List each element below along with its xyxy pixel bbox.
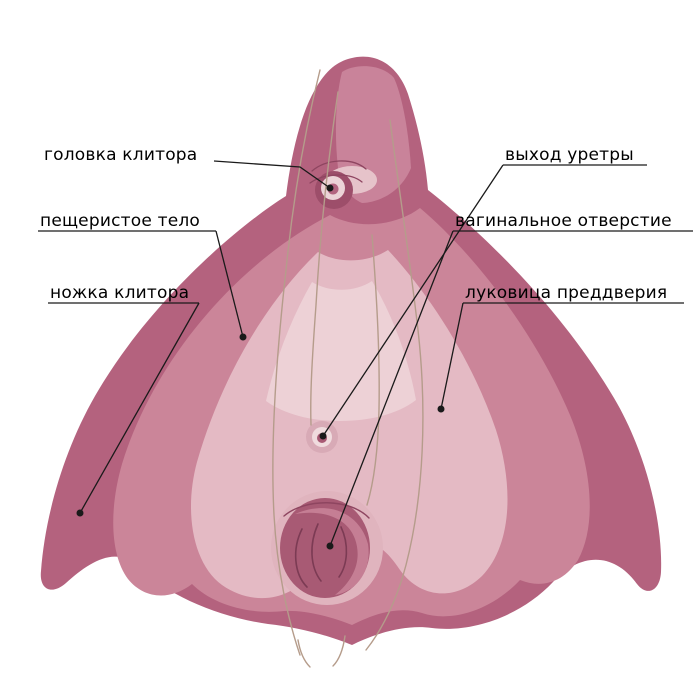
label-corpus-cavernosum: пещеристое тело [40,211,201,231]
pointer-dots [76,184,445,550]
leader-bulb [440,302,464,410]
label-urethral-opening: выход уретры [505,145,634,165]
vaginal-fold-lines [294,523,348,588]
label-vestibular-bulb: луковица преддверия [465,283,668,303]
pointer-dot-vaginal [326,542,334,550]
light-tissue-bulbs [190,250,508,599]
label-crus-clitoris: ножка клитора [50,283,190,303]
pointer-dot-crus [76,509,84,517]
pointer-dot-glans [326,184,334,192]
label-glans-clitoris: головка клитора [44,145,198,165]
vaginal-opening-fold [295,508,369,595]
leader-lines [38,160,693,547]
leader-crus [79,302,200,514]
leader-corpus [215,230,244,338]
corona-creases [309,160,367,184]
leader-vaginal [329,230,454,547]
leader-glans [213,160,331,189]
contour-lines [272,69,424,668]
pointer-dot-urethra [319,432,327,440]
leader-urethra [322,164,504,437]
vaginal-top-rim-line [283,502,370,519]
pointer-dot-corpus [239,333,247,341]
label-vaginal-opening: вагинальное отверстие [455,211,672,231]
pointer-dot-bulb [437,405,445,413]
